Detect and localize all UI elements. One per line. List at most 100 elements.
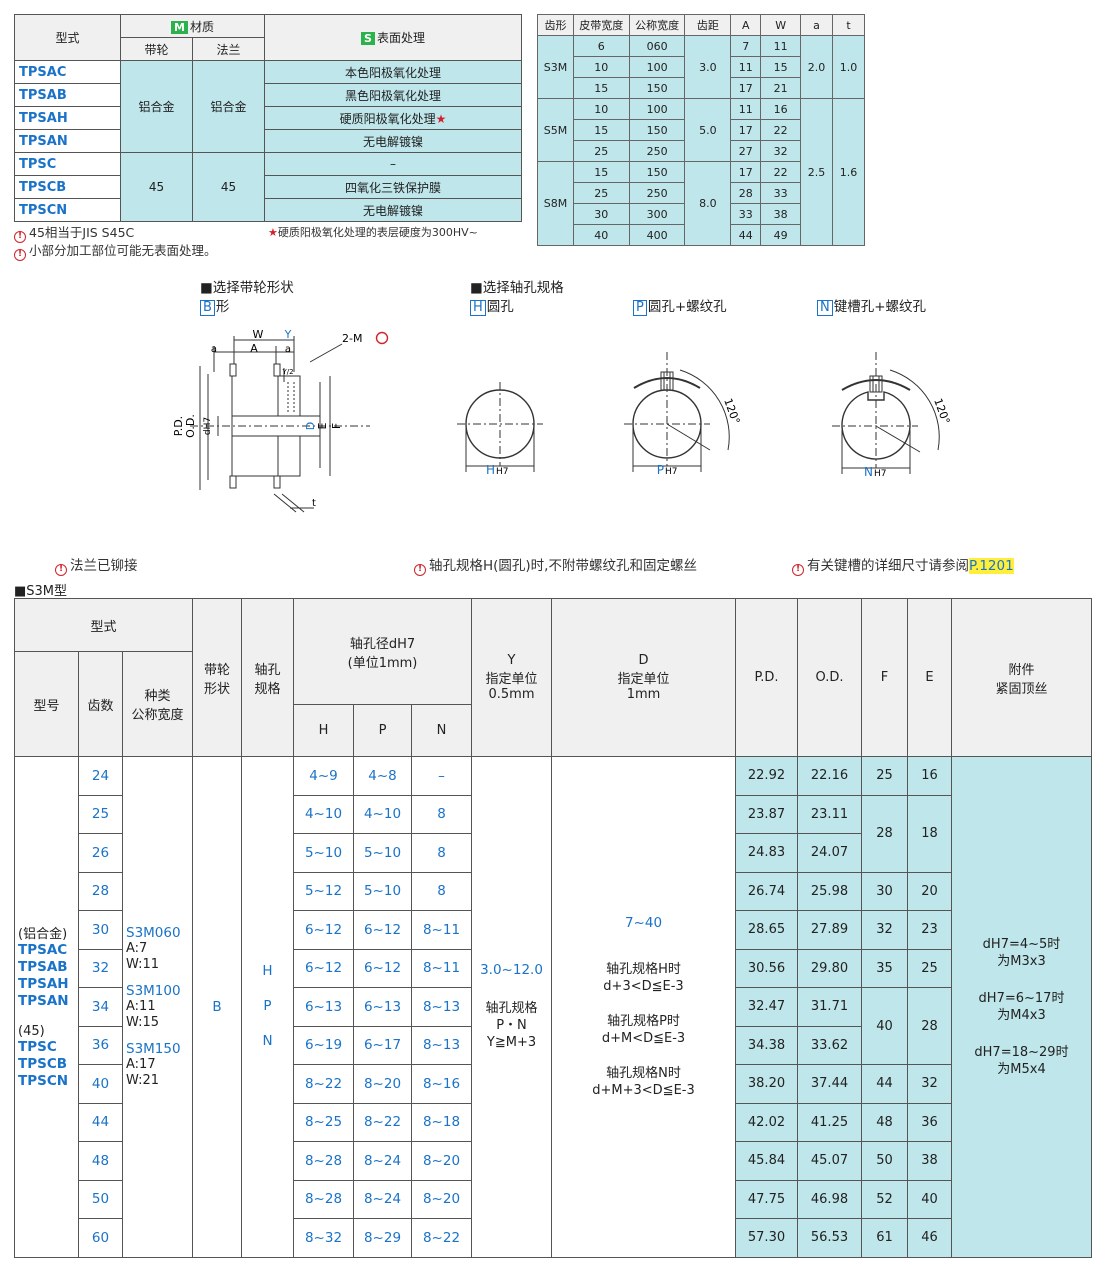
main-header-bore: 轴孔 规格 xyxy=(241,598,294,757)
main-header-kind: 种类 公称宽度 xyxy=(122,651,193,757)
bore-p-tolerance: H7 xyxy=(665,467,678,477)
main-h: 8~25 xyxy=(293,1102,354,1142)
main-teeth: 48 xyxy=(78,1141,123,1181)
main-n: 8~11 xyxy=(411,910,472,950)
main-f: 44 xyxy=(861,1064,908,1104)
main-f: 50 xyxy=(861,1141,908,1181)
main-n: 8 xyxy=(411,833,472,873)
spec-header: t xyxy=(832,14,865,36)
main-teeth: 26 xyxy=(78,833,123,873)
spec-cell: 22 xyxy=(760,161,802,183)
main-h: 4~9 xyxy=(293,756,354,796)
spec-a: 2.0 xyxy=(800,35,834,99)
dim-y2: Y/2 xyxy=(281,368,293,376)
spec-t: 1.0 xyxy=(832,35,865,99)
main-pd: 57.30 xyxy=(735,1218,798,1258)
note-surface: !小部分加工部位可能无表面处理。 xyxy=(14,240,217,261)
spec-cell: 21 xyxy=(760,77,802,99)
main-p: 6~12 xyxy=(353,948,412,988)
main-teeth: 32 xyxy=(78,948,123,988)
spec-cell: 28 xyxy=(730,182,762,204)
spec-cell: 30 xyxy=(572,203,630,225)
type-models-45: TPSC TPSCB TPSCN xyxy=(18,1039,69,1090)
main-n: – xyxy=(411,756,472,796)
spec-t: 1.6 xyxy=(832,98,865,246)
spec-header: 公称宽度 xyxy=(628,14,686,36)
main-e: 23 xyxy=(907,910,952,950)
page-reference-link[interactable]: P.1201 xyxy=(969,558,1014,574)
main-teeth: 60 xyxy=(78,1218,123,1258)
main-od: 56.53 xyxy=(797,1218,862,1258)
main-e: 25 xyxy=(907,948,952,988)
dim-e: E xyxy=(316,422,329,429)
dim-od: O.D. xyxy=(184,414,197,438)
spec-cell: 15 xyxy=(572,119,630,141)
spec-cell: 25 xyxy=(572,182,630,204)
s3m-spec-table: 型式 带轮 形状 轴孔 规格 轴孔径dH7 (单位1mm) Y 指定单位 0.5… xyxy=(14,598,1092,1258)
main-bore-types: H P N xyxy=(241,756,294,1258)
tooth-spec-table: 齿形 皮带宽度 公称宽度 齿距 A W a t S3M 6 060 3.0 7 … xyxy=(537,14,865,246)
bore-h-tolerance: H7 xyxy=(496,467,509,477)
warning-icon: ! xyxy=(414,564,426,576)
spec-cell: 22 xyxy=(760,119,802,141)
main-teeth: 24 xyxy=(78,756,123,796)
bore-h-letter: H xyxy=(486,463,495,477)
mat-surface: 硬质阳极氧化处理★ xyxy=(264,106,522,130)
mat-flange-2: 45 xyxy=(192,152,265,222)
main-h: 5~12 xyxy=(293,871,354,911)
main-od: 41.25 xyxy=(797,1102,862,1142)
main-n: 8 xyxy=(411,871,472,911)
main-n: 8~20 xyxy=(411,1179,472,1219)
main-n: 8~18 xyxy=(411,1102,472,1142)
main-od: 29.80 xyxy=(797,948,862,988)
main-h: 5~10 xyxy=(293,833,354,873)
mat-model: TPSC xyxy=(14,152,121,176)
spec-profile: S3M xyxy=(537,35,574,99)
main-header-n: N xyxy=(411,704,472,757)
dim-m: 2-M xyxy=(342,332,362,345)
spec-cell: 100 xyxy=(628,98,686,120)
note-flange: !法兰已铆接 xyxy=(55,554,138,576)
main-od: 25.98 xyxy=(797,871,862,911)
mat-header-flange: 法兰 xyxy=(192,37,265,61)
mat-model: TPSCB xyxy=(14,175,121,199)
main-p: 6~12 xyxy=(353,910,412,950)
main-e: 36 xyxy=(907,1102,952,1142)
main-p: 6~17 xyxy=(353,1025,412,1065)
spec-cell: 250 xyxy=(628,140,686,162)
main-p: 6~13 xyxy=(353,987,412,1027)
spec-cell: 400 xyxy=(628,224,686,246)
main-pd: 42.02 xyxy=(735,1102,798,1142)
main-p: 8~20 xyxy=(353,1064,412,1104)
main-pd: 34.38 xyxy=(735,1025,798,1065)
bore-n-tolerance: H7 xyxy=(874,469,887,479)
mat-model: TPSCN xyxy=(14,198,121,222)
spec-header: 齿距 xyxy=(684,14,732,36)
main-e: 28 xyxy=(907,987,952,1065)
main-p: 8~22 xyxy=(353,1102,412,1142)
main-header-y: Y 指定单位 0.5mm xyxy=(471,598,552,757)
spec-header: a xyxy=(800,14,834,36)
dim-a: a xyxy=(211,344,217,355)
warning-icon: ! xyxy=(55,564,67,576)
spec-cell: 49 xyxy=(760,224,802,246)
main-d-cell: 7~40 轴孔规格H时 d+3<D≦E-3 轴孔规格P时 d+M<D≦E-3 轴… xyxy=(551,756,736,1258)
main-h: 6~19 xyxy=(293,1025,354,1065)
shape-section-title: ■选择带轮形状 xyxy=(200,280,294,296)
spec-cell: 150 xyxy=(628,161,686,183)
spec-cell: 33 xyxy=(760,182,802,204)
note-hardness: ★硬质阳极氧化处理的表层硬度为300HV~ xyxy=(268,226,478,239)
main-header-h: H xyxy=(293,704,354,757)
main-teeth: 40 xyxy=(78,1064,123,1104)
main-header-teeth: 齿数 xyxy=(78,651,123,757)
note-45: !45相当于JIS S45C xyxy=(14,222,134,243)
main-n: 8~13 xyxy=(411,987,472,1027)
spec-cell: 6 xyxy=(572,35,630,57)
mat-model: TPSAN xyxy=(14,129,121,153)
main-od: 45.07 xyxy=(797,1141,862,1181)
bore-h-box: H xyxy=(470,300,486,316)
main-od: 23.11 xyxy=(797,794,862,834)
main-n: 8 xyxy=(411,794,472,834)
